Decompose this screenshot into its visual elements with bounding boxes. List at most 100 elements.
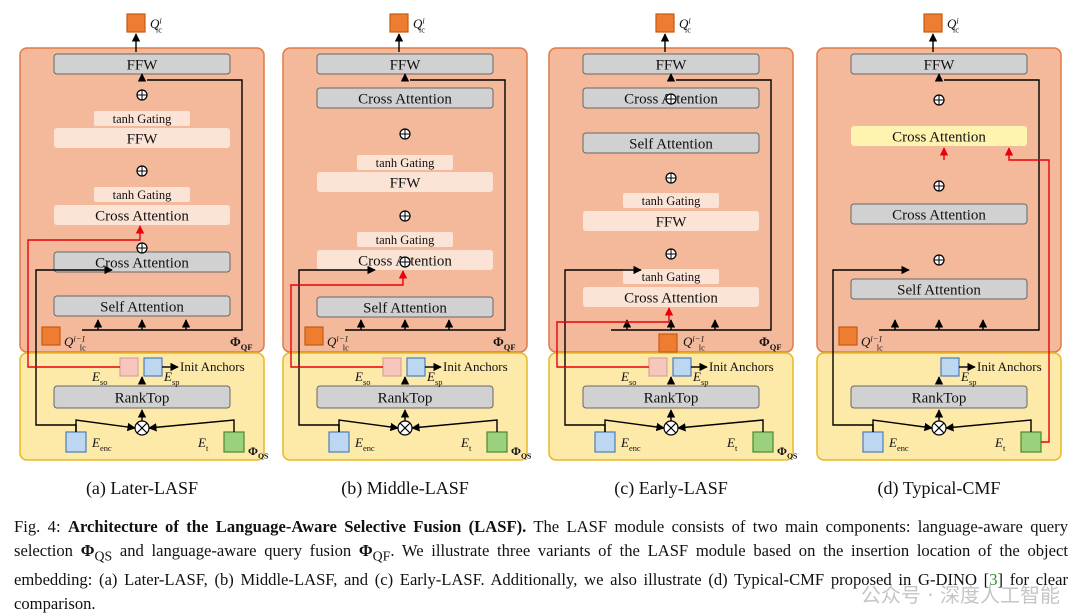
e-enc-up-line-c [564, 265, 642, 432]
ffw-block-a-0-label: FFW [127, 57, 159, 73]
e-so-square-b [382, 357, 402, 377]
e-enc-square-c [594, 431, 616, 453]
residual-line-b [345, 79, 506, 331]
phi-qs-label-c: ΦQS [777, 444, 797, 461]
tanh-gating-box-c-5 [623, 269, 719, 284]
cross-attention-block-a-4-label: Cross Attention [95, 208, 189, 224]
tanh-gating-label-a-1: tanh Gating [113, 112, 172, 126]
tanh-gating-label-c-5: tanh Gating [642, 270, 701, 284]
self-attention-block-a-6 [53, 295, 231, 317]
ranktop-block-a-label: RankTop [115, 390, 170, 406]
ffw-block-d-0-label: FFW [924, 57, 956, 73]
self-attention-block-d-3 [850, 278, 1028, 300]
e-enc-up-line-b [298, 265, 376, 432]
e-enc-label-b: Eenc [354, 435, 375, 453]
caption-text-3: . We illustrate three variants of the LA… [14, 541, 1068, 590]
ranktop-block-c-label: RankTop [644, 390, 699, 406]
e-t-red-line-d [1004, 147, 1050, 443]
e-so-square-a [119, 357, 139, 377]
init-anchors-label-c: Init Anchors [709, 359, 774, 374]
e-enc-square-d [862, 431, 884, 453]
query-output-square-a [126, 13, 146, 33]
phi-qf-region-d [816, 47, 1062, 353]
tanh-gating-label-c-3: tanh Gating [642, 194, 701, 208]
e-so-red-line-b [290, 270, 408, 368]
e-enc-square-a [65, 431, 87, 453]
panel-label-c: (c) Early-LASF [614, 478, 727, 499]
e-t-label-d: Et [994, 435, 1006, 453]
ffw-block-c-4-label: FFW [656, 214, 688, 230]
init-anchors-label-d: Init Anchors [977, 359, 1042, 374]
ranktop-block-d-label: RankTop [912, 390, 967, 406]
phi-qf-label-a: ΦQF [230, 334, 253, 352]
ffw-block-b-0-label: FFW [390, 57, 422, 73]
e-so-label-c: Eso [620, 369, 636, 387]
cross-attention-block-d-2-label: Cross Attention [892, 207, 986, 223]
caption-phi-qs-sub: QS [94, 548, 113, 564]
cross-attention-block-b-1 [316, 87, 494, 109]
e-sp-square-a [143, 357, 163, 377]
caption-text-4: ] for clear comparison. [14, 570, 1068, 614]
e-sp-square-b [406, 357, 426, 377]
residual-line-d [879, 79, 1040, 331]
self-attention-block-c-2-label: Self Attention [629, 136, 713, 152]
e-t-to-mult-c [677, 419, 764, 432]
e-t-square-a [223, 431, 245, 453]
phi-qs-label-b: ΦQS [511, 444, 531, 461]
phi-qs-label-a: ΦQS [248, 444, 268, 461]
e-enc-label-c: Eenc [620, 435, 641, 453]
self-attention-block-b-6-label: Self Attention [363, 300, 447, 316]
e-t-label-b: Et [460, 435, 472, 453]
query-output-square-d [923, 13, 943, 33]
tanh-gating-label-a-3: tanh Gating [113, 188, 172, 202]
tanh-gating-box-b-4 [357, 232, 453, 247]
query-input-square-b [304, 326, 324, 346]
e-enc-up-line-d [832, 265, 910, 432]
e-enc-label-d: Eenc [888, 435, 909, 453]
figure-caption: Fig. 4: Architecture of the Language-Awa… [14, 515, 1068, 616]
e-so-red-line-c [556, 307, 674, 368]
cross-attention-block-c-6-label: Cross Attention [624, 290, 718, 306]
residual-line-c [611, 79, 772, 331]
e-so-square-c [648, 357, 668, 377]
phi-qf-region-b [282, 47, 528, 353]
tanh-gating-label-b-4: tanh Gating [376, 233, 435, 247]
query-output-square-c [655, 13, 675, 33]
caption-phi-qs: Φ [80, 541, 95, 560]
cross-attention-block-d-2 [850, 203, 1028, 225]
e-sp-label-d: Esp [960, 369, 976, 387]
self-attention-block-d-3-label: Self Attention [897, 282, 981, 298]
e-sp-label-b: Esp [426, 369, 442, 387]
ffw-block-b-3 [317, 172, 493, 192]
e-so-red-line-a [27, 225, 145, 368]
e-t-to-mult-d [945, 419, 1032, 432]
watermark: 公众号 · 深度人工智能 [860, 583, 1060, 607]
cross-attention-block-a-5-label: Cross Attention [95, 255, 189, 271]
phi-qf-label-b: ΦQF [493, 334, 516, 352]
query-input-square-c [658, 333, 678, 353]
cross-attention-block-b-1-label: Cross Attention [358, 91, 452, 107]
tanh-gating-box-b-2 [357, 155, 453, 170]
residual-line-a [82, 79, 243, 331]
self-attention-block-c-2 [582, 132, 760, 154]
caption-reference-link[interactable]: 3 [989, 570, 998, 590]
ranktop-block-b [316, 385, 494, 409]
cross-attention-block-d-1-label: Cross Attention [892, 129, 986, 145]
caption-text-1: The LASF module consists of two main com… [14, 517, 1068, 560]
ranktop-block-d [850, 385, 1028, 409]
tanh-gating-box-c-3 [623, 193, 719, 208]
e-t-to-mult-a [148, 419, 235, 432]
e-sp-label-a: Esp [163, 369, 179, 387]
e-so-label-a: Eso [91, 369, 107, 387]
